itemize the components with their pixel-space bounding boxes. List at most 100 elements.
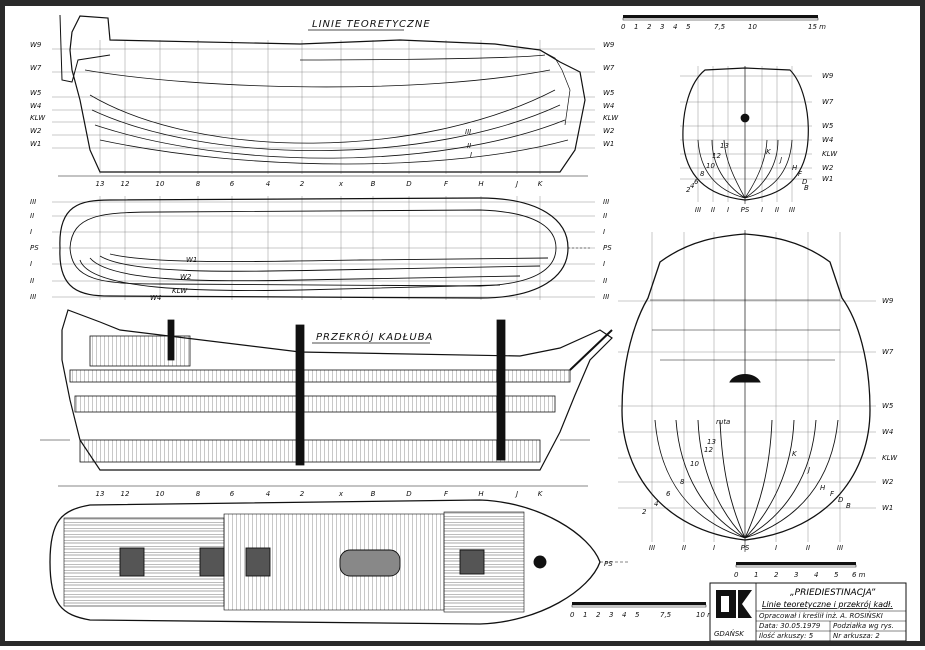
waterline-label-w1: W1: [30, 140, 41, 148]
body-waterline-label: W7: [822, 98, 834, 106]
svg-text:W2: W2: [180, 273, 192, 281]
body-waterline-label: W7: [882, 348, 894, 356]
body-frame-label: 2: [686, 186, 691, 194]
waterline-label-klw: KLW: [603, 114, 619, 122]
svg-text:10 m: 10 m: [696, 611, 714, 619]
body-waterline-label: W5: [822, 122, 834, 130]
body-waterline-label: KLW: [882, 454, 898, 462]
svg-text:III: III: [465, 128, 471, 136]
body-bottom-label: I: [727, 206, 729, 214]
frame-number-10: 10: [156, 180, 165, 188]
frame-number-j: J: [514, 490, 518, 498]
body-frame-label: J: [778, 156, 782, 164]
body-waterline-label: KLW: [822, 150, 838, 158]
body-frame-label: 12: [704, 446, 713, 454]
frame-number-2: 2: [300, 180, 305, 188]
logo-city: GDAŃSK: [714, 629, 745, 638]
frame-number-2: 2: [300, 490, 305, 498]
body-frame-label: H: [820, 484, 826, 492]
body-waterline-label: W4: [882, 428, 893, 436]
body-plan-small: [680, 66, 812, 204]
plan-line-label: III: [603, 198, 609, 206]
frame-number-f: F: [444, 180, 449, 188]
body-plan-large: [618, 230, 876, 552]
longitudinal-section: [40, 309, 613, 471]
body-waterline-label: W1: [822, 175, 833, 183]
body-waterline-label: W2: [822, 164, 834, 172]
frame-number-8: 8: [196, 490, 201, 498]
waterline-label-w4: W4: [603, 102, 614, 110]
author: Opracował i kreślił inż. A. ROSIŃSKI: [759, 611, 883, 620]
waterline-label-w5: W5: [603, 89, 615, 97]
svg-text:I: I: [470, 151, 472, 159]
ship-name: „PRIEDIESTINACJA”: [790, 588, 876, 598]
body-waterline-label: W5: [882, 402, 894, 410]
body-bottom-label: PS: [741, 544, 750, 552]
body-frame-label: D: [802, 178, 808, 186]
body-bottom-label: II: [682, 544, 686, 552]
body-bottom-label: I: [775, 544, 777, 552]
half-breadth-plan: [52, 196, 595, 300]
svg-text:4: 4: [814, 571, 818, 579]
body-bottom-label: II: [711, 206, 715, 214]
body-frame-label: J: [806, 466, 810, 474]
deck-plan: [49, 499, 630, 625]
deck-ps-label: PS: [604, 560, 613, 568]
body-bottom-label: II: [775, 206, 779, 214]
waterline-label-w7: W7: [603, 64, 615, 72]
plan-line-label: II: [603, 212, 607, 220]
frame-number-b: B: [371, 490, 376, 498]
scale-bar-bottom: 0 1 2 3 4 5 7,5 10 m: [570, 602, 714, 619]
lines-title: LINIE TEORETYCZNE: [308, 19, 430, 31]
svg-text:0: 0: [621, 23, 626, 31]
svg-text:1: 1: [754, 571, 758, 579]
waterline-label-w9: W9: [603, 41, 615, 49]
plan-line-label: III: [30, 198, 36, 206]
frame-number-6: 6: [230, 180, 235, 188]
frame-number-13: 13: [96, 490, 105, 498]
waterline-label-klw: KLW: [30, 114, 46, 122]
svg-text:7,5: 7,5: [714, 23, 726, 31]
body-frame-label: 8: [680, 478, 685, 486]
svg-text:0: 0: [570, 611, 575, 619]
plan-line-label: II: [603, 277, 607, 285]
body-frame-label: 13: [707, 438, 716, 446]
svg-text:3: 3: [609, 611, 613, 619]
svg-text:10: 10: [748, 23, 757, 31]
body-bottom-label: III: [649, 544, 655, 552]
ruta-label: ruta: [716, 418, 730, 426]
body-frame-label: 4: [654, 500, 658, 508]
waterline-label-w2: W2: [603, 127, 615, 135]
svg-text:4: 4: [622, 611, 626, 619]
title-block: GDAŃSK „PRIEDIESTINACJA” Linie teoretycz…: [709, 582, 907, 642]
body-frame-label: 10: [690, 460, 699, 468]
waterline-label-w4: W4: [30, 102, 41, 110]
frame-number-j: J: [514, 180, 518, 188]
body-waterline-label: W9: [882, 297, 894, 305]
waterline-label-w9: W9: [30, 41, 42, 49]
body-bottom-label: PS: [741, 206, 750, 214]
frame-number-x: x: [338, 180, 344, 188]
frame-number-6: 6: [230, 490, 235, 498]
body-bottom-label: II: [806, 544, 810, 552]
plan-line-label: II: [30, 212, 34, 220]
body-waterline-label: W2: [882, 478, 894, 486]
svg-text:5: 5: [834, 571, 839, 579]
frame-number-h: H: [478, 180, 484, 188]
body-frame-label: 12: [712, 152, 721, 160]
body-frame-label: B: [846, 502, 851, 510]
frame-number-d: D: [406, 180, 412, 188]
body-frame-label: H: [792, 164, 798, 172]
shipyard-logo: [716, 590, 752, 618]
body-frame-label: K: [792, 450, 798, 458]
body-bottom-label: III: [695, 206, 701, 214]
svg-text:1: 1: [634, 23, 638, 31]
body-frame-label: 2: [642, 508, 647, 516]
